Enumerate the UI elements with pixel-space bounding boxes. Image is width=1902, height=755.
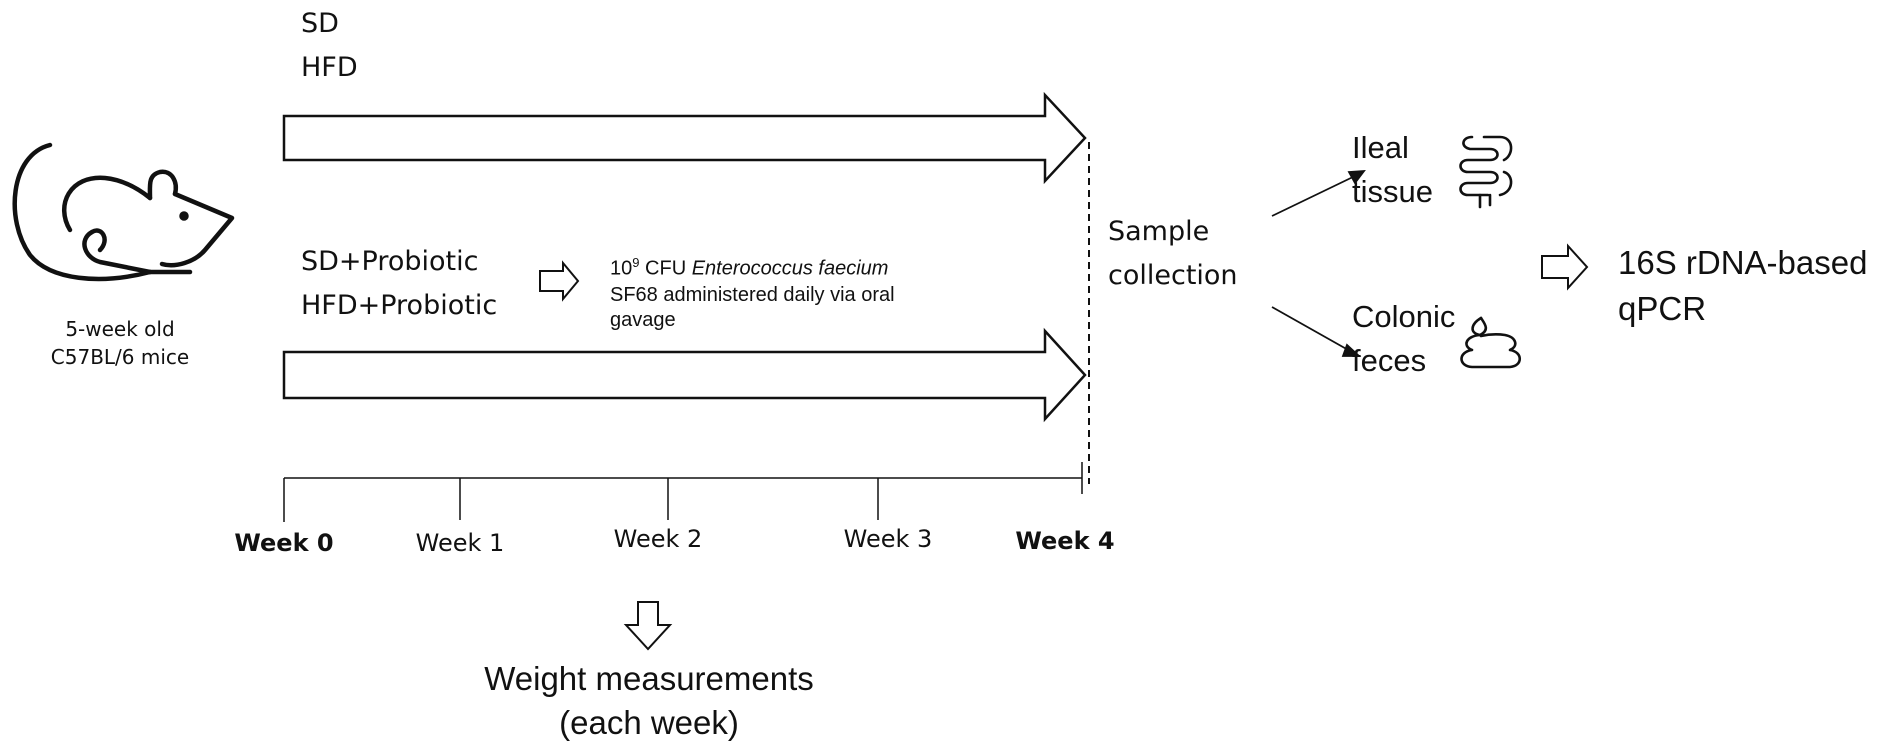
timeline-axis [283,462,1083,522]
probiotic-line2: SF68 administered daily via oral [610,284,895,306]
group-hfd-probiotic: HFD+Probiotic [301,290,498,321]
analysis-line2: qPCR [1618,290,1707,327]
mouse-label-line1: 5-week old [65,317,175,341]
probiotic-line3: gavage [610,309,676,331]
week-4-label: Week 4 [1015,527,1115,555]
intestine-icon [1459,135,1513,209]
sample-line2: collection [1108,260,1238,291]
group-sd-probiotic: SD+Probiotic [301,246,479,277]
diet-arrow-bottom [282,327,1087,423]
group-hfd: HFD [301,52,358,83]
colonic-line2: feces [1352,343,1427,378]
ileal-line1: Ileal [1352,130,1409,165]
dose-unit: CFU [639,257,692,280]
diet-arrow-top [282,91,1087,185]
probiotic-species: Enterococcus faecium [691,257,889,280]
week-2-label: Week 2 [613,525,703,553]
probiotic-arrow [539,260,580,302]
weight-line2: (each week) [559,704,739,741]
dose-base: 10 [610,257,633,280]
branch-arrows [1271,169,1366,357]
group-sd: SD [301,8,339,39]
ileal-line2: tissue [1352,174,1433,209]
week-3-label: Week 3 [843,525,933,553]
mouse-label-line2: C57BL/6 mice [50,345,190,369]
week-1-label: Week 1 [415,529,505,557]
analysis-line1: 16S rDNA-based [1618,244,1868,281]
dose-exponent: 9 [632,255,640,270]
weight-line1: Weight measurements [484,660,814,697]
feces-icon [1460,316,1522,369]
colonic-line1: Colonic [1352,299,1456,334]
sample-line1: Sample [1108,216,1210,247]
analysis-arrow [1541,243,1589,291]
probiotic-dose-line: 109 CFU Enterococcus faecium [610,255,889,281]
weight-arrow [623,601,673,651]
mouse-icon [12,142,235,282]
week-0-label: Week 0 [234,529,334,557]
